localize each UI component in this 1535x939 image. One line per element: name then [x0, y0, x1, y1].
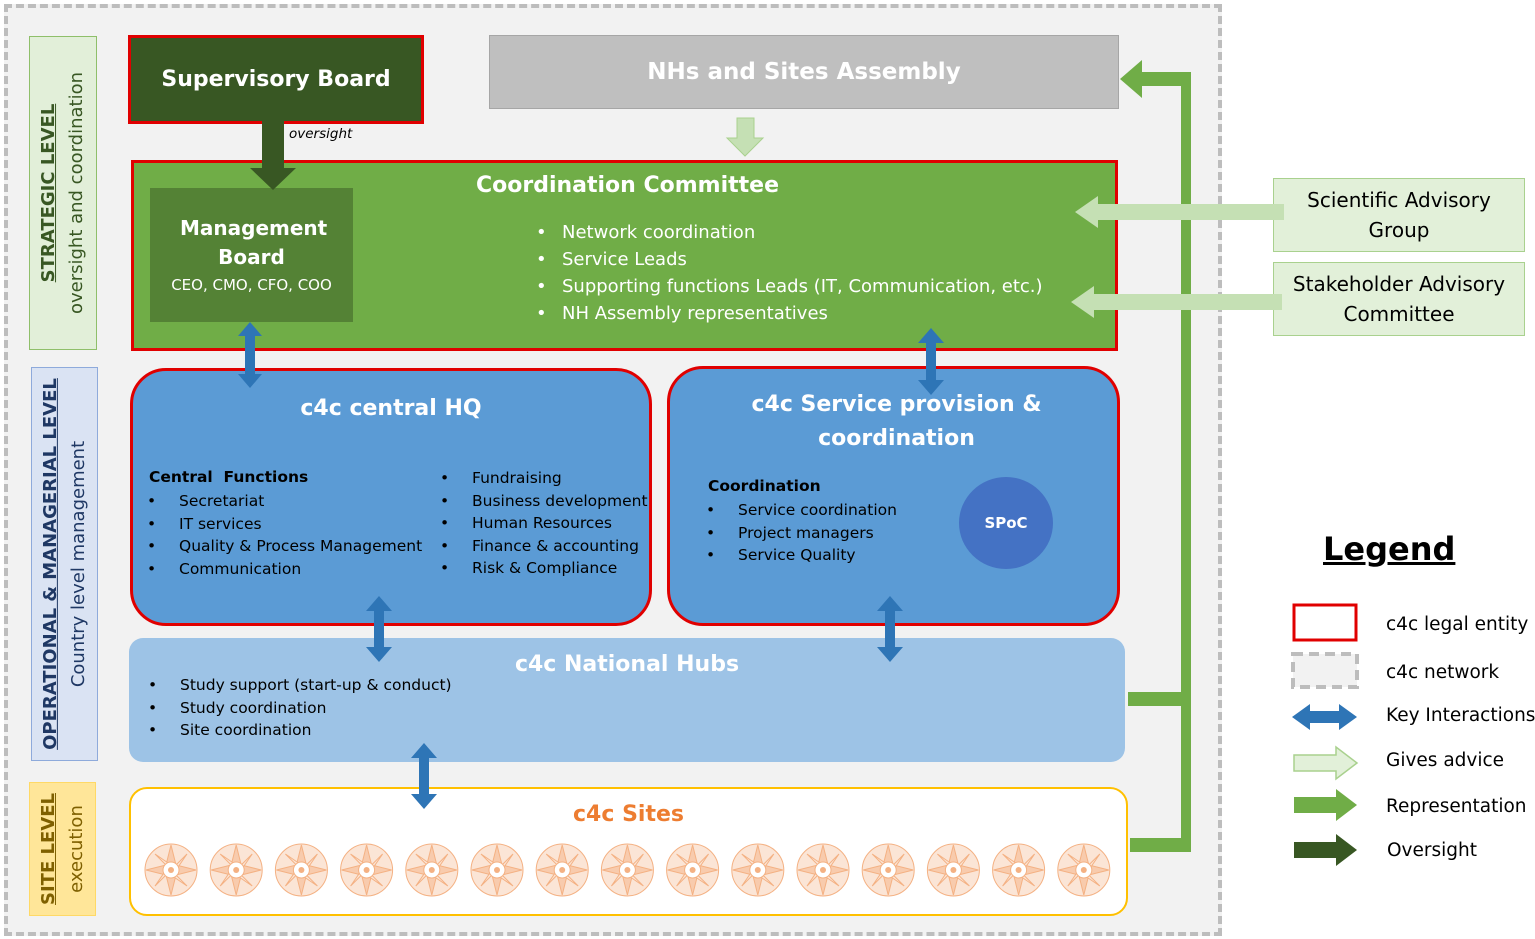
list-item: Secretariat — [147, 490, 422, 513]
list-item: IT services — [147, 513, 422, 536]
oversight-arrow — [250, 104, 296, 190]
site-compass-icon — [1057, 843, 1111, 897]
stakeholder-advice-arrow — [1071, 286, 1282, 318]
site-compass-icon — [992, 843, 1046, 897]
service-provision-title: c4c Service provision & coordination — [751, 392, 1042, 451]
legend-label-key-interactions: Key Interactions — [1386, 705, 1535, 726]
list-item: Service Leads — [536, 246, 1043, 273]
central-functions-heading: Central Functions — [149, 468, 309, 486]
site-compass-icon — [340, 843, 394, 897]
assembly-advice-arrow — [725, 117, 765, 157]
coordination-committee-list: Network coordination Service Leads Suppo… — [536, 219, 1043, 327]
list-item: Finance & accounting — [440, 535, 648, 558]
site-compass-icon — [470, 843, 524, 897]
nhs-sites-assembly: NHs and Sites Assembly — [489, 35, 1119, 109]
supervisory-board: Supervisory Board — [128, 35, 424, 124]
legend-title: Legend — [1323, 530, 1456, 568]
site-compass-icon — [861, 843, 915, 897]
scientific-advice-arrow — [1075, 196, 1284, 228]
list-item: Service Quality — [706, 544, 897, 567]
legend-dashed-box-icon — [1291, 652, 1359, 689]
coordination-committee-title: Coordination Committee — [475, 173, 780, 198]
legend-green-arrow-icon — [1294, 789, 1357, 821]
list-item: Human Resources — [440, 512, 648, 535]
central-hq: c4c central HQ Central Functions Secreta… — [130, 368, 652, 626]
list-item: Project managers — [706, 522, 897, 545]
legend-label-oversight: Oversight — [1387, 840, 1477, 861]
list-item: Risk & Compliance — [440, 557, 648, 580]
interaction-arrow-cc-sp — [918, 328, 944, 395]
site-compass-icon — [274, 843, 328, 897]
stakeholder-advisory-label: Stakeholder Advisory Committee — [1292, 272, 1506, 326]
site-compass-icon — [731, 843, 785, 897]
interaction-arrow-sp-nh — [877, 596, 903, 662]
site-compass-icon — [535, 843, 589, 897]
legend-label-network: c4c network — [1386, 662, 1500, 683]
list-item: Study support (start-up & conduct) — [148, 674, 452, 697]
list-item: Network coordination — [536, 219, 1043, 246]
interaction-arrow-hq-nh — [366, 596, 392, 662]
list-item: Service coordination — [706, 499, 897, 522]
legend-label-gives-advice: Gives advice — [1386, 750, 1505, 771]
legend-red-box-icon — [1292, 603, 1358, 642]
legend-dark-green-arrow-icon — [1294, 834, 1357, 866]
site-compass-icon — [666, 843, 720, 897]
management-board: Management Board CEO, CMO, CFO, COO — [150, 188, 353, 322]
list-item: Study coordination — [148, 697, 452, 720]
site-compass-icon — [405, 843, 459, 897]
management-board-title: Management Board — [180, 216, 328, 269]
scientific-advisory-label: Scientific Advisory Group — [1307, 188, 1491, 242]
coordination-heading: Coordination — [708, 477, 821, 495]
assembly-label: NHs and Sites Assembly — [647, 59, 961, 85]
interaction-arrow-nh-sites — [411, 743, 437, 809]
legend-light-green-arrow-icon — [1293, 745, 1359, 781]
interaction-arrow-mb-hq — [238, 322, 262, 388]
site-compass-icon — [209, 843, 263, 897]
representation-arrow — [1120, 60, 1191, 852]
spoc-circle: SPoC — [959, 477, 1053, 569]
coordination-list: Service coordination Project managers Se… — [706, 499, 897, 567]
legend-label-representation: Representation — [1386, 796, 1527, 817]
site-icons — [144, 843, 1111, 897]
site-compass-icon — [926, 843, 980, 897]
site-compass-icon — [600, 843, 654, 897]
sites-title: c4c Sites — [573, 802, 684, 827]
scientific-advisory-group: Scientific Advisory Group — [1273, 178, 1525, 252]
spoc-label: SPoC — [984, 514, 1028, 532]
site-compass-icon — [144, 843, 198, 897]
oversight-label: oversight — [289, 126, 353, 142]
national-hubs-title: c4c National Hubs — [514, 652, 740, 677]
list-item: Site coordination — [148, 719, 452, 742]
legend-label-legal-entity: c4c legal entity — [1386, 614, 1529, 635]
list-item: NH Assembly representatives — [536, 300, 1043, 327]
list-item: Communication — [147, 558, 422, 581]
management-board-subtitle: CEO, CMO, CFO, COO — [171, 276, 332, 294]
site-compass-icon — [796, 843, 850, 897]
list-item: Business development — [440, 490, 648, 513]
supervisory-board-label: Supervisory Board — [161, 67, 391, 92]
central-functions-right-list: Fundraising Business development Human R… — [440, 467, 648, 580]
central-hq-title: c4c central HQ — [300, 396, 482, 421]
legend-blue-double-arrow-icon — [1292, 704, 1357, 730]
central-functions-left-list: Secretariat IT services Quality & Proces… — [147, 490, 422, 580]
national-hubs-list: Study support (start-up & conduct) Study… — [148, 674, 452, 742]
list-item: Supporting functions Leads (IT, Communic… — [536, 273, 1043, 300]
list-item: Fundraising — [440, 467, 648, 490]
list-item: Quality & Process Management — [147, 535, 422, 558]
